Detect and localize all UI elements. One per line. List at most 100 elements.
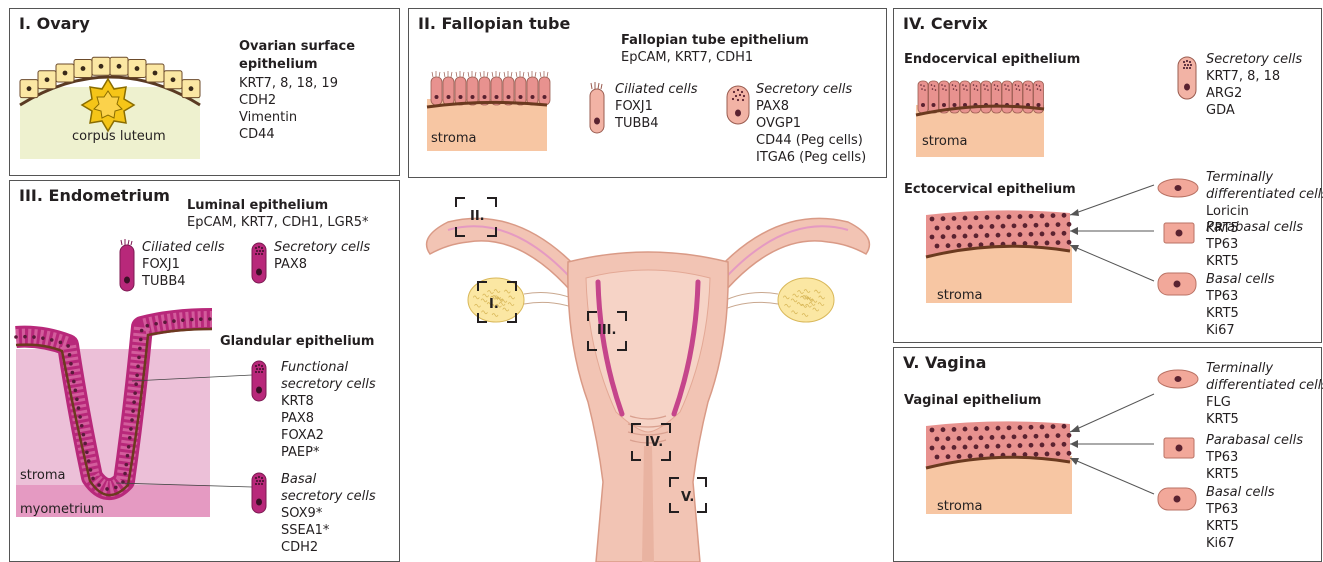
epithelial-cell	[929, 81, 939, 113]
marker: OVGP1	[756, 115, 866, 132]
box-label-i: I.	[489, 296, 499, 313]
cell-nucleus	[128, 436, 132, 440]
cell-nucleus	[974, 215, 979, 220]
endometrium-secretory-cell-icon	[250, 241, 268, 285]
cell-nucleus	[75, 397, 79, 401]
label-line: secretory cells	[281, 376, 376, 393]
cell-nucleus	[1056, 222, 1061, 227]
myometrium-label: myometrium	[20, 501, 104, 518]
cell-nucleus	[957, 225, 962, 230]
cell-nucleus	[941, 234, 946, 239]
cell-nucleus	[979, 435, 984, 440]
epithelial-cell	[515, 77, 526, 105]
cell-nucleus	[968, 436, 973, 441]
cell-nucleus	[1045, 223, 1050, 228]
marker: FOXJ1	[615, 98, 698, 115]
cell-nucleus	[974, 233, 979, 238]
cell-nucleus	[941, 445, 946, 450]
cell-nucleus	[91, 477, 95, 481]
cell-nucleus	[459, 95, 463, 99]
cell-nucleus	[946, 243, 951, 248]
marker: KRT5	[1206, 411, 1323, 428]
basal-secretory-cell-icon	[250, 471, 268, 515]
cell-nucleus	[471, 95, 475, 99]
cell-nucleus	[985, 444, 990, 449]
panel-title: IV. Cervix	[903, 14, 988, 33]
cell-nucleus	[531, 95, 535, 99]
marker: PAX8	[274, 256, 370, 273]
marker: Vimentin	[239, 109, 338, 126]
cell-nucleus	[979, 224, 984, 229]
cell-nucleus	[985, 233, 990, 238]
cell-nucleus	[1040, 443, 1045, 448]
marker: FOXA2	[281, 427, 376, 444]
cell-nucleus	[1018, 232, 1023, 237]
cell-nucleus	[163, 320, 167, 324]
cell-nucleus	[495, 95, 499, 99]
cell-nucleus	[946, 454, 951, 459]
cell-nucleus	[85, 450, 89, 454]
cell-nucleus	[996, 426, 1001, 431]
cell-nucleus	[117, 64, 122, 69]
fallopian-secretory: Secretory cells PAX8OVGP1CD44 (Peg cells…	[756, 81, 866, 166]
cell-nucleus	[1034, 434, 1039, 439]
panel-endometrium: III. Endometrium Luminal epithelium EpCA…	[9, 180, 400, 562]
secretory-cell-icon	[725, 83, 751, 127]
label-line: Basal	[281, 471, 376, 488]
cell-nucleus	[131, 409, 135, 413]
panel-vagina: V. Vagina Vaginal epithelium stroma Term…	[893, 347, 1322, 562]
cell-nucleus	[1023, 223, 1028, 228]
basal-markers: TP63KRT5Ki67	[1206, 288, 1275, 339]
epithelial-cell	[479, 77, 490, 105]
secretory-label: Secretory cells	[1206, 51, 1302, 68]
uterus-illustration	[408, 182, 888, 562]
marker: Loricin	[1206, 203, 1323, 220]
label-line: differentiated cells	[1206, 377, 1323, 394]
marker: TP63	[1206, 501, 1275, 518]
epithelial-cell	[539, 77, 550, 105]
marker: CD44 (Peg cells)	[756, 132, 866, 149]
basal-label: Basal cells	[1206, 484, 1275, 501]
cell-nucleus	[985, 215, 990, 220]
marker: KRT8	[281, 393, 376, 410]
epithelial-cell	[1002, 81, 1012, 113]
cell-nucleus	[996, 444, 1001, 449]
panel-cervix: IV. Cervix Endocervical epithelium strom…	[893, 8, 1322, 343]
basal-cell-icon	[1156, 271, 1198, 297]
cell-nucleus	[135, 373, 139, 377]
cell-nucleus	[135, 66, 140, 71]
right-ovary-icon	[778, 278, 834, 322]
ciliated-markers: FOXJ1TUBB4	[142, 256, 225, 290]
terminal-label: Terminallydifferentiated cells	[1206, 169, 1323, 203]
cell-nucleus	[1045, 434, 1050, 439]
cell-nucleus	[1001, 224, 1006, 229]
panel-ovary: I. Ovary corpus luteum Ovarian surface e…	[9, 8, 400, 176]
cell-nucleus	[941, 216, 946, 221]
ectocervical-stroma: stroma	[937, 287, 983, 304]
panel-title: V. Vagina	[903, 353, 986, 372]
box-label-iv: IV.	[645, 434, 663, 451]
marker: SSEA1*	[281, 522, 376, 539]
cell-nucleus	[1034, 241, 1039, 246]
terminal-label: Terminallydifferentiated cells	[1206, 360, 1323, 394]
corpus-luteum-label: corpus luteum	[72, 128, 166, 145]
cell-nucleus	[963, 234, 968, 239]
cell-nucleus	[930, 428, 935, 433]
marker: PAEP*	[281, 444, 376, 461]
cell-nucleus	[134, 382, 138, 386]
panel-title: III. Endometrium	[19, 186, 170, 205]
cell-nucleus	[89, 468, 93, 472]
cell-nucleus	[50, 338, 54, 342]
fallopian-stroma-label: stroma	[431, 130, 477, 147]
cell-nucleus	[138, 347, 142, 351]
cell-nucleus	[519, 95, 523, 99]
cell-nucleus	[1040, 232, 1045, 237]
marker: CD44	[239, 126, 338, 143]
cell-nucleus	[1051, 231, 1056, 236]
cell-nucleus	[124, 463, 128, 467]
